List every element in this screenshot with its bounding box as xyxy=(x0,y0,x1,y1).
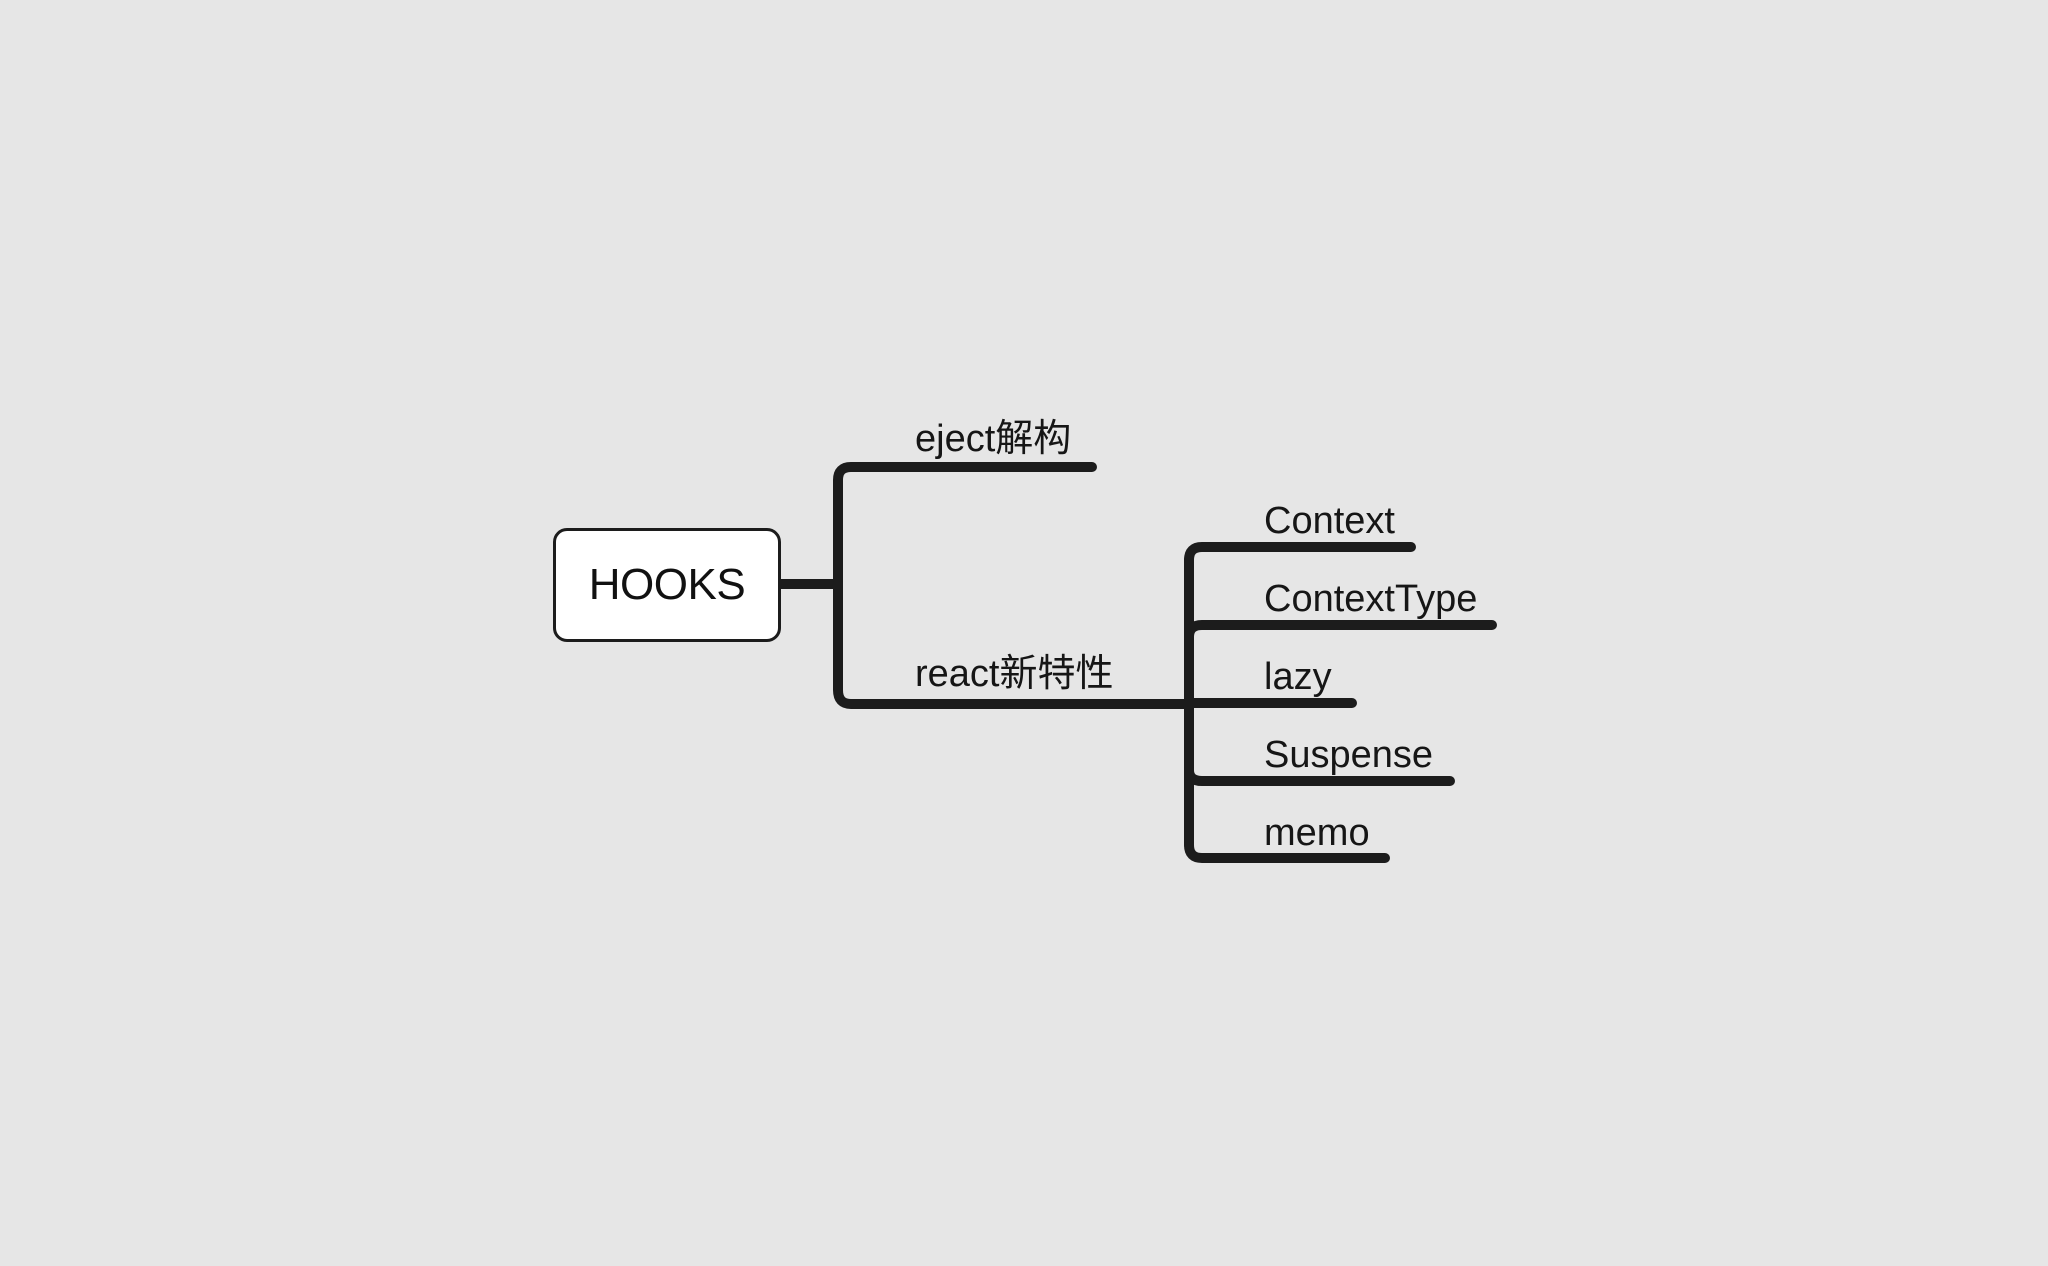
connector-branch-eject xyxy=(833,462,1097,589)
root-node[interactable]: HOOKS xyxy=(553,528,781,642)
subtopic-memo[interactable]: memo xyxy=(1264,812,1370,854)
connector-leaf-memo xyxy=(1184,840,1390,863)
subtopic-context[interactable]: Context xyxy=(1264,500,1395,542)
root-node-label: HOOKS xyxy=(588,560,746,609)
subtopic-suspense[interactable]: Suspense xyxy=(1264,734,1434,776)
connector-leaf-suspense xyxy=(1184,765,1455,786)
topic-react-features[interactable]: react新特性 xyxy=(915,653,1114,695)
subtopic-contexttype[interactable]: ContextType xyxy=(1264,578,1478,620)
topic-eject[interactable]: eject解构 xyxy=(915,418,1072,460)
connector-leaf-contexttype xyxy=(1184,620,1497,642)
subtopic-lazy[interactable]: lazy xyxy=(1264,656,1332,698)
connector-branch-react xyxy=(833,579,1138,709)
connector-leaf-context xyxy=(1184,542,1416,565)
